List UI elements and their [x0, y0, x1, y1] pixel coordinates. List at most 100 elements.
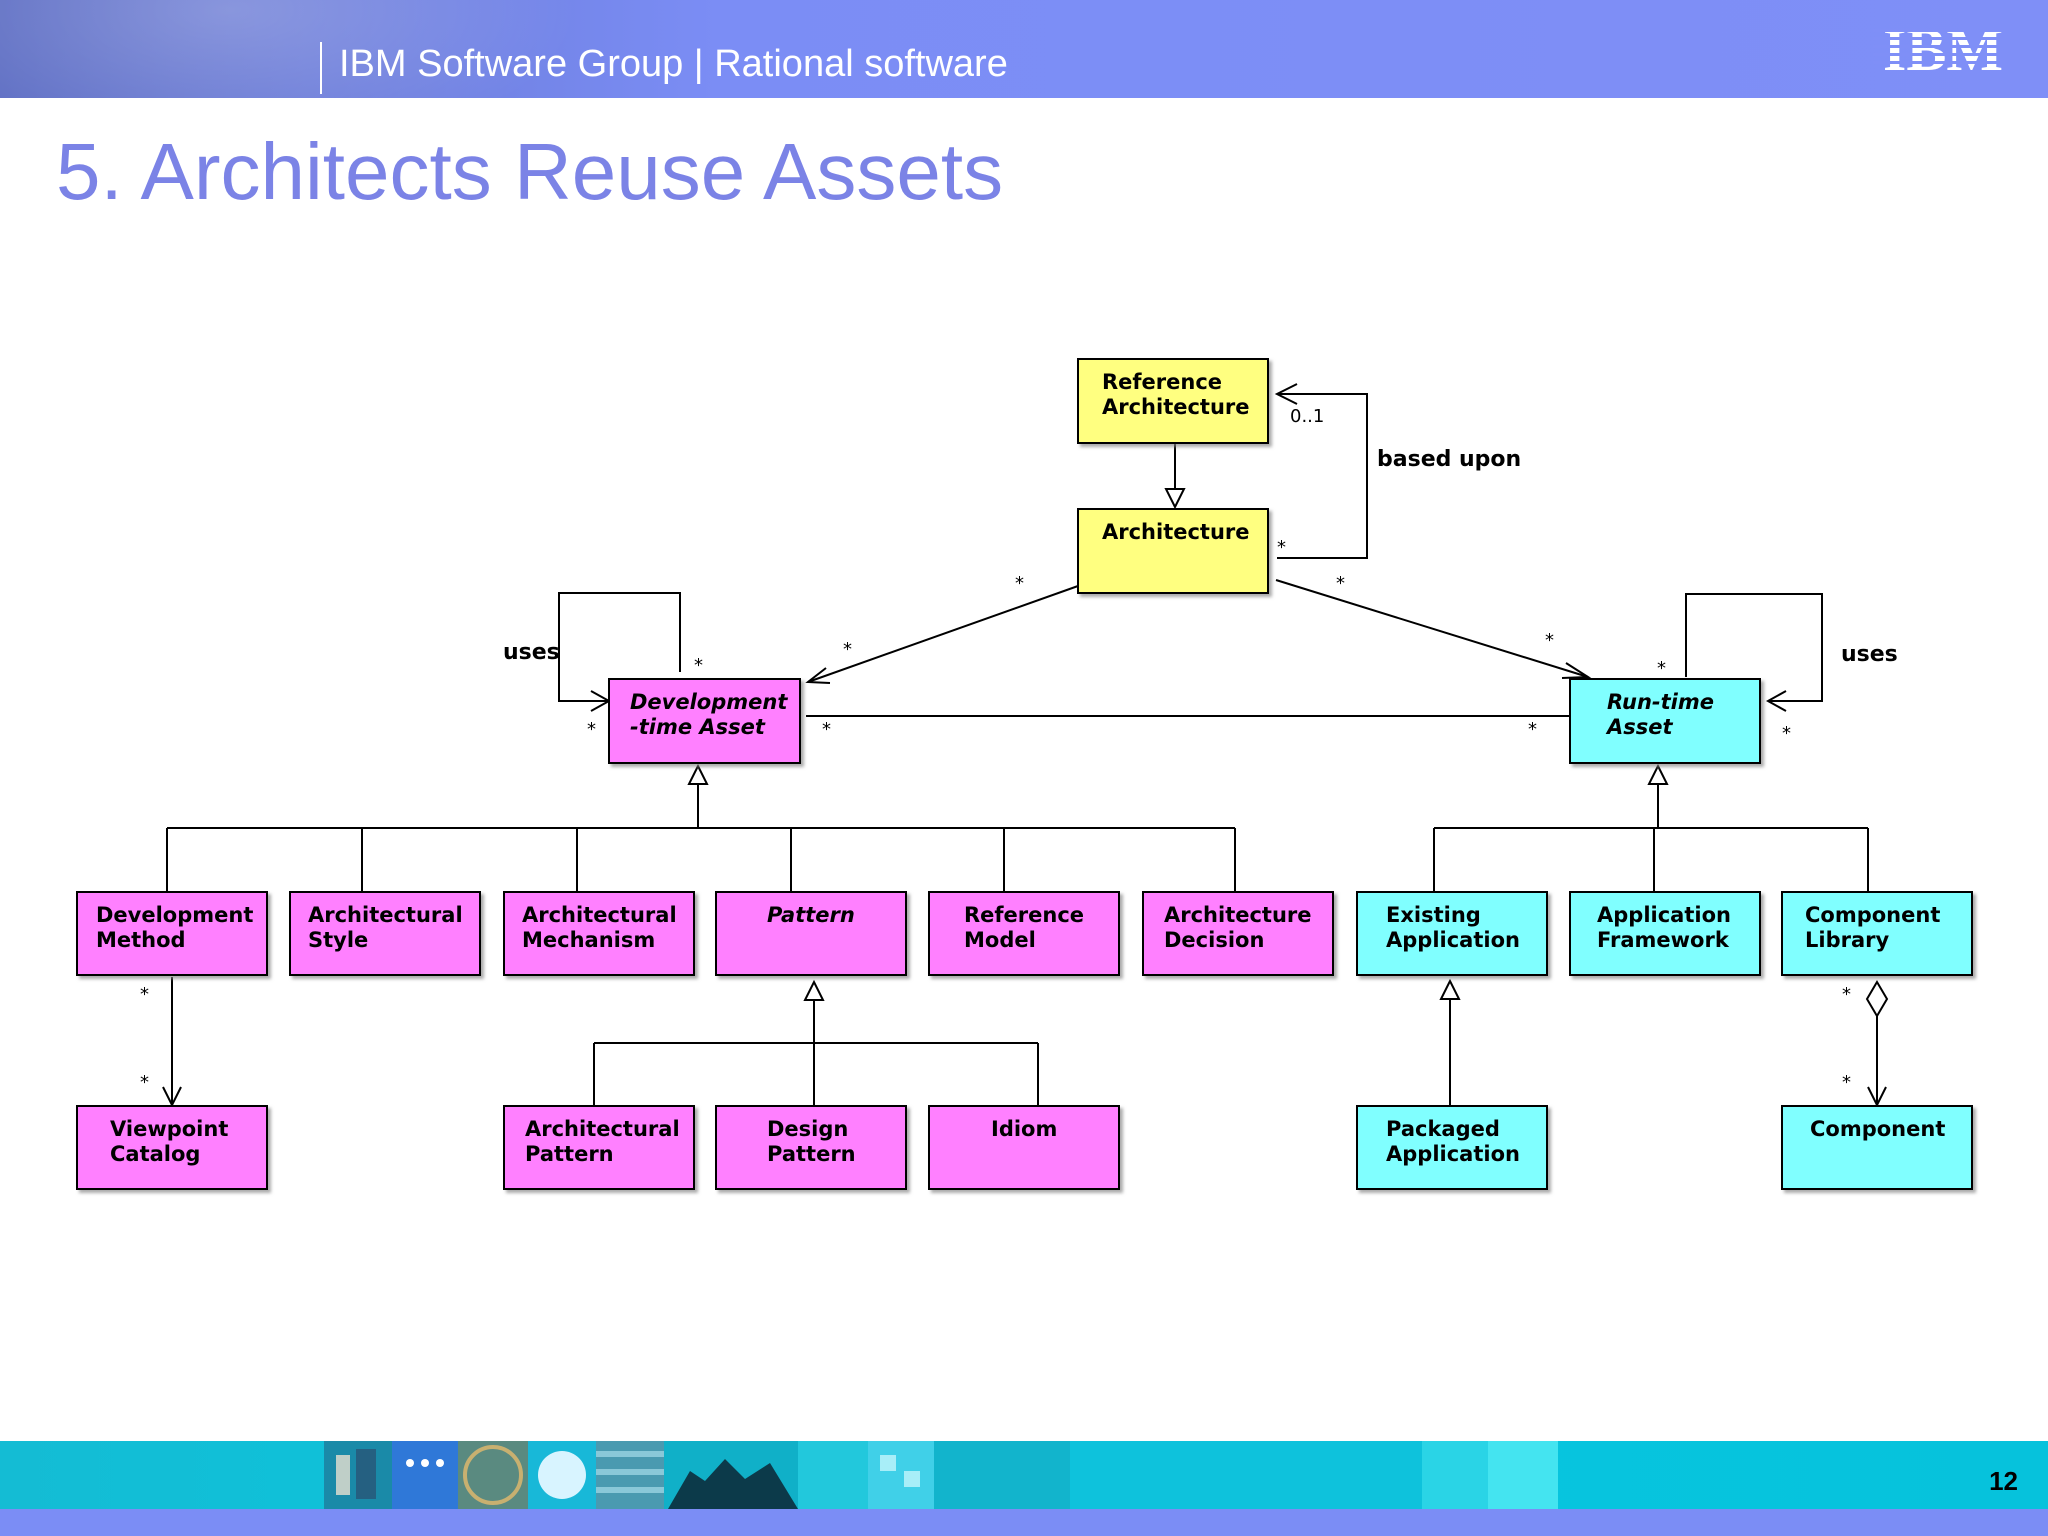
existing-generalization-arrowhead	[1439, 978, 1461, 1000]
class-label-line: Library	[1805, 928, 1889, 952]
class-label-line: Reference	[964, 903, 1084, 927]
class-architecture: Architecture	[1077, 508, 1269, 594]
class-pattern: Pattern	[715, 891, 907, 976]
class-box-frame	[715, 891, 907, 976]
header-title: IBM Software Group | Rational software	[339, 43, 1008, 85]
page-number: 12	[1989, 1466, 2018, 1496]
footer-image-strip	[324, 1441, 1558, 1509]
multiplicity-library: *	[1842, 984, 1851, 1005]
class-box-frame	[928, 1105, 1120, 1190]
multiplicity-viewpoint: *	[140, 1072, 149, 1093]
multiplicity-zero-one: 0..1	[1290, 406, 1324, 427]
class-label-line: Existing	[1386, 903, 1481, 927]
ibm-logo: IBM	[1873, 20, 2013, 78]
class-box-frame	[289, 891, 481, 976]
aggregation-diamond	[1865, 980, 1889, 1018]
class-label-line: Catalog	[110, 1142, 200, 1166]
class-label-line: Component	[1810, 1117, 1945, 1141]
class-label-line: Model	[964, 928, 1036, 952]
class-label-line: Architectural	[525, 1117, 680, 1141]
label-uses-right: uses	[1841, 642, 1898, 667]
class-box-frame	[503, 891, 695, 976]
class-label-line: Method	[96, 928, 186, 952]
class-label-line: Packaged	[1386, 1117, 1500, 1141]
connector-architecture-runasset	[1275, 579, 1589, 678]
class-label-line: Style	[308, 928, 368, 952]
class-component: Component	[1781, 1105, 1973, 1190]
connector-based-upon	[1277, 393, 1368, 559]
header-bar: IBM Software Group | Rational software I…	[0, 0, 2048, 98]
multiplicity-devasset-association: *	[822, 719, 831, 740]
class-box-frame	[76, 1105, 268, 1190]
multiplicity-labels: 0..1 * * * * * * * * * * * * * * *	[140, 406, 1851, 1093]
multiplicity-method: *	[140, 984, 149, 1005]
class-label-line: Application	[1386, 928, 1520, 952]
class-box-frame	[928, 891, 1120, 976]
class-label-line: Viewpoint	[110, 1117, 228, 1141]
header-separator	[320, 42, 322, 94]
multiplicity-architecture-self: *	[1277, 537, 1286, 558]
ibm-logo-stripes	[1873, 29, 2013, 64]
runasset-uses-arrowhead	[1765, 690, 1787, 712]
multiplicity-runasset-architecture: *	[1545, 630, 1554, 651]
class-box-frame	[1569, 891, 1761, 976]
pattern-generalization-arrowhead	[803, 979, 825, 1001]
class-idiom: Idiom	[928, 1105, 1120, 1190]
class-label-line: Application	[1597, 903, 1731, 927]
multiplicity-runasset-association: *	[1528, 719, 1537, 740]
class-label-line: Architecture	[1102, 520, 1250, 544]
label-based-upon: based upon	[1377, 447, 1521, 472]
based-upon-arrowhead	[1274, 383, 1298, 405]
class-label-line: Run-time	[1607, 690, 1714, 714]
class-label-line: Architectural	[308, 903, 463, 927]
multiplicity-architecture-right: *	[1336, 573, 1345, 594]
class-box-frame	[1077, 508, 1269, 594]
class-label-line: Reference	[1102, 370, 1222, 394]
multiplicity-devasset-architecture: *	[843, 639, 852, 660]
multiplicity-component: *	[1842, 1072, 1851, 1093]
connectors	[162, 383, 1889, 1108]
class-box-frame	[1781, 891, 1973, 976]
class-label-line: Design	[767, 1117, 848, 1141]
class-box-frame	[76, 891, 268, 976]
devasset-generalization-arrowhead	[687, 763, 709, 785]
class-label-line: Development	[96, 903, 253, 927]
class-box-frame	[1781, 1105, 1973, 1190]
class-label-line: Architecture	[1164, 903, 1312, 927]
footer-bar	[0, 1441, 2048, 1509]
class-box-frame	[715, 1105, 907, 1190]
class-development-time-asset: Development-time Asset	[608, 678, 801, 764]
footer-bottom-bar	[0, 1509, 2048, 1536]
class-label-line: Architectural	[522, 903, 677, 927]
class-label-line: Architecture	[1102, 395, 1250, 419]
class-boxes: ReferenceArchitectureArchitectureDevelop…	[76, 358, 1973, 1190]
multiplicity-runasset-uses-top: *	[1657, 658, 1666, 679]
generalization-arrowhead	[1164, 488, 1186, 510]
association-labels: based upon uses uses	[503, 447, 1898, 667]
class-box-frame	[1077, 358, 1269, 444]
class-label-line: Pattern	[525, 1142, 614, 1166]
class-box-frame	[1569, 678, 1761, 764]
connector-devasset-uses	[558, 592, 681, 702]
class-box-frame	[1356, 1105, 1548, 1190]
class-label-line: Application	[1386, 1142, 1520, 1166]
slide-title: 5. Architects Reuse Assets	[56, 127, 1004, 216]
class-label-line: Development	[630, 690, 788, 714]
runasset-arrowhead	[1561, 662, 1592, 679]
class-label-line: Framework	[1597, 928, 1730, 952]
class-label-line: Mechanism	[522, 928, 655, 952]
multiplicity-devasset-uses-top: *	[694, 655, 703, 676]
connector-runasset-uses	[1685, 593, 1823, 702]
class-box-frame	[1356, 891, 1548, 976]
class-box-frame	[503, 1105, 695, 1190]
